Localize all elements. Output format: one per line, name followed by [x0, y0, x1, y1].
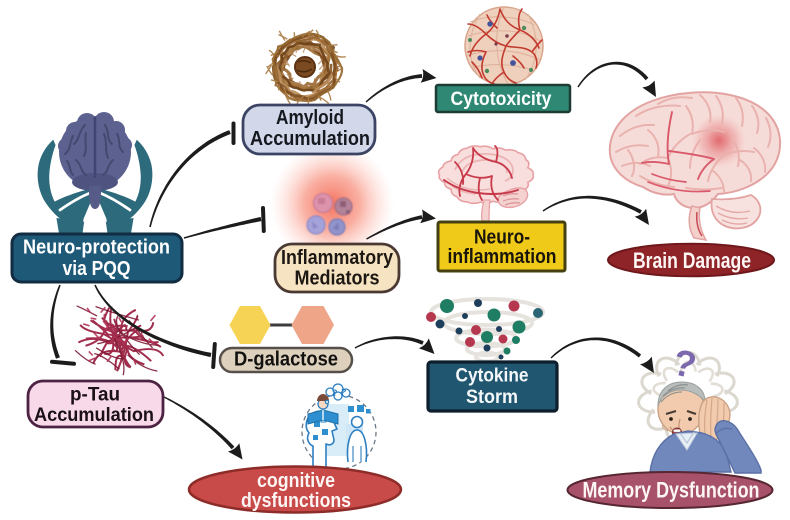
svg-text:Memory Dysfunction: Memory Dysfunction: [583, 478, 760, 503]
svg-text:Accumulation: Accumulation: [34, 404, 154, 426]
svg-text:Neuro-protection: Neuro-protection: [23, 237, 170, 259]
svg-text:Amyloid: Amyloid: [276, 107, 344, 129]
svg-text:Neuro-: Neuro-: [474, 227, 530, 249]
svg-text:Accumulation: Accumulation: [250, 128, 370, 150]
svg-text:?: ?: [332, 388, 338, 398]
svg-text:Inflammatory: Inflammatory: [281, 247, 394, 269]
svg-text:inflammation: inflammation: [448, 246, 557, 268]
svg-text:Cytokine: Cytokine: [456, 365, 529, 387]
svg-text:dysfunctions: dysfunctions: [241, 489, 351, 512]
svg-text:?: ?: [669, 341, 700, 386]
svg-text:D-galactose: D-galactose: [234, 349, 338, 371]
svg-text:?: ?: [340, 386, 348, 397]
svg-text:Storm: Storm: [466, 386, 518, 408]
svg-text:Brain Damage: Brain Damage: [633, 248, 751, 273]
svg-text:cognitive: cognitive: [257, 469, 335, 492]
svg-text:Mediators: Mediators: [295, 268, 380, 290]
svg-text:Cytotoxicity: Cytotoxicity: [451, 88, 552, 110]
svg-text:p-Tau: p-Tau: [70, 384, 120, 406]
svg-text:via PQQ: via PQQ: [63, 258, 131, 280]
